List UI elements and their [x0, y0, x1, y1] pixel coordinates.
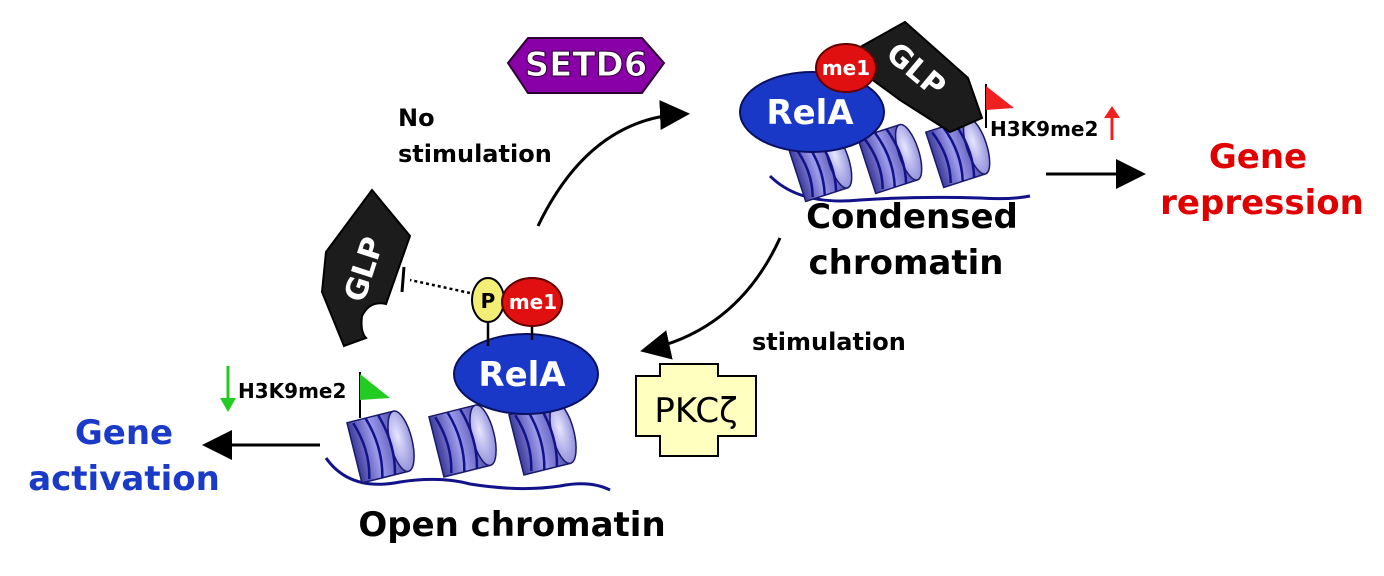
- red-flag: [985, 84, 1014, 128]
- open-chromatin: RelA P me1 GLP H3K9me2: [220, 188, 611, 492]
- condensed-chromatin: GLP RelA me1 H3K9me2: [739, 20, 1120, 203]
- rela-label-open: RelA: [478, 355, 566, 395]
- stimulation-arrow: [640, 237, 782, 360]
- open-nucleosome-3: [508, 402, 577, 476]
- gene-repression-line1: Gene: [1209, 137, 1307, 177]
- open-chromatin-label: Open chromatin: [358, 505, 665, 545]
- down-arrow-icon: [220, 366, 236, 412]
- inhibition-line: [409, 278, 471, 295]
- setd6-enzyme: SETD6: [506, 37, 666, 94]
- open-dna-strand: [324, 457, 611, 492]
- no-stimulation-label-line2: stimulation: [398, 140, 552, 168]
- gene-activation-line2: activation: [28, 459, 220, 499]
- no-stimulation-label-line1: No: [398, 104, 435, 132]
- no-stimulation-arrow: [536, 100, 690, 227]
- condensed-nucleosome-2: [856, 123, 923, 195]
- rela-label-condensed: RelA: [766, 93, 854, 133]
- h3k9me2-label-condensed: H3K9me2: [990, 117, 1098, 141]
- phospho-mark: P: [471, 277, 505, 323]
- condensed-chromatin-line2: chromatin: [809, 243, 1004, 283]
- condensed-chromatin-line1: Condensed: [806, 197, 1018, 237]
- up-arrow-icon: [1104, 106, 1120, 140]
- me1-mark-open: me1: [501, 277, 563, 327]
- glp-enzyme-open: GLP: [320, 188, 412, 348]
- me1-label-open: me1: [509, 290, 557, 314]
- pkc-zeta-enzyme: PKCζ: [635, 363, 757, 457]
- open-nucleosome-2: [428, 404, 497, 478]
- gene-repression-line2: repression: [1160, 183, 1364, 223]
- pkc-label: PKCζ: [654, 391, 737, 431]
- open-nucleosome-1: [346, 410, 415, 484]
- stimulation-label: stimulation: [752, 328, 906, 356]
- h3k9me2-label-open: H3K9me2: [238, 379, 346, 403]
- rela-open: RelA: [453, 333, 599, 415]
- condensed-nucleosome-3: [924, 117, 991, 189]
- me1-label-condensed: me1: [822, 56, 870, 80]
- glp-enzyme-condensed: GLP: [860, 20, 984, 134]
- phospho-label: P: [481, 289, 496, 313]
- setd6-label: SETD6: [525, 45, 648, 85]
- gene-activation-line1: Gene: [75, 413, 173, 453]
- me1-mark-condensed: me1: [815, 43, 877, 93]
- green-flag: [359, 372, 390, 418]
- inhibition-bar: [400, 266, 406, 293]
